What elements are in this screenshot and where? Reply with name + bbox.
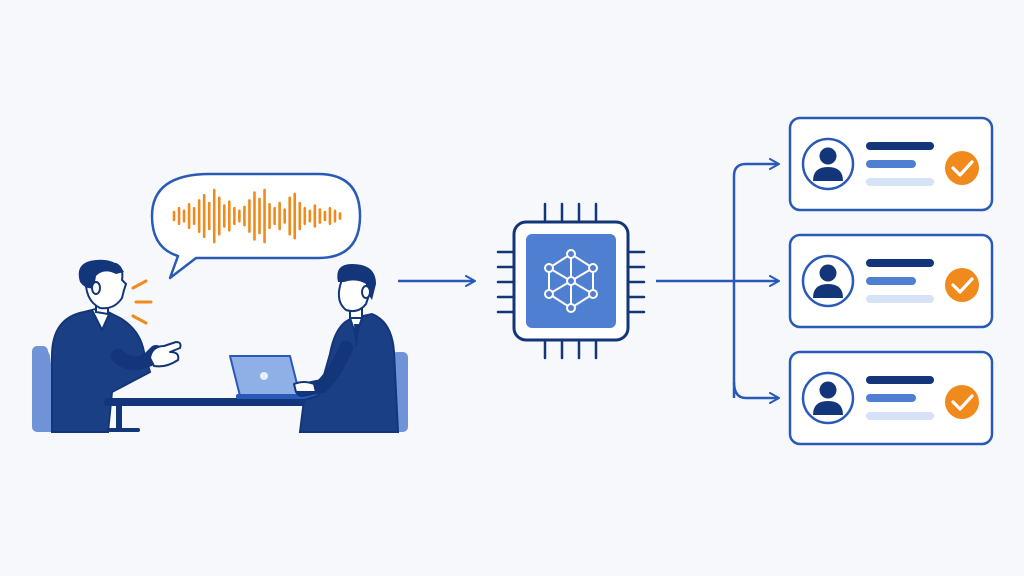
text-line (866, 376, 934, 384)
checkmark-icon (945, 151, 979, 185)
user-profile-icon (801, 254, 855, 308)
output-arrows (656, 158, 780, 404)
text-line (866, 259, 934, 267)
text-line (866, 142, 934, 150)
user-profile-icon (801, 371, 855, 425)
text-line (866, 394, 916, 402)
profile-card (788, 350, 994, 446)
right-person (293, 264, 400, 433)
checkmark-icon (945, 385, 979, 419)
user-profile-icon (801, 137, 855, 191)
text-line (866, 412, 934, 420)
text-line (866, 178, 934, 186)
neural-network-icon (544, 249, 598, 313)
profile-card (788, 233, 994, 329)
speaking-indicator-icon (131, 279, 153, 325)
checkmark-icon (945, 268, 979, 302)
profile-card (788, 116, 994, 212)
left-person (51, 259, 182, 433)
text-line (866, 295, 934, 303)
branch-bottom (732, 381, 780, 404)
text-line (866, 277, 916, 285)
text-line (866, 160, 916, 168)
audio-waveform-icon (172, 188, 342, 244)
branch-trunk (732, 158, 780, 398)
ai-chip-icon (496, 202, 646, 360)
interview-scene (32, 172, 408, 433)
output-card-list (788, 116, 994, 446)
speech-bubble-icon (150, 172, 362, 280)
